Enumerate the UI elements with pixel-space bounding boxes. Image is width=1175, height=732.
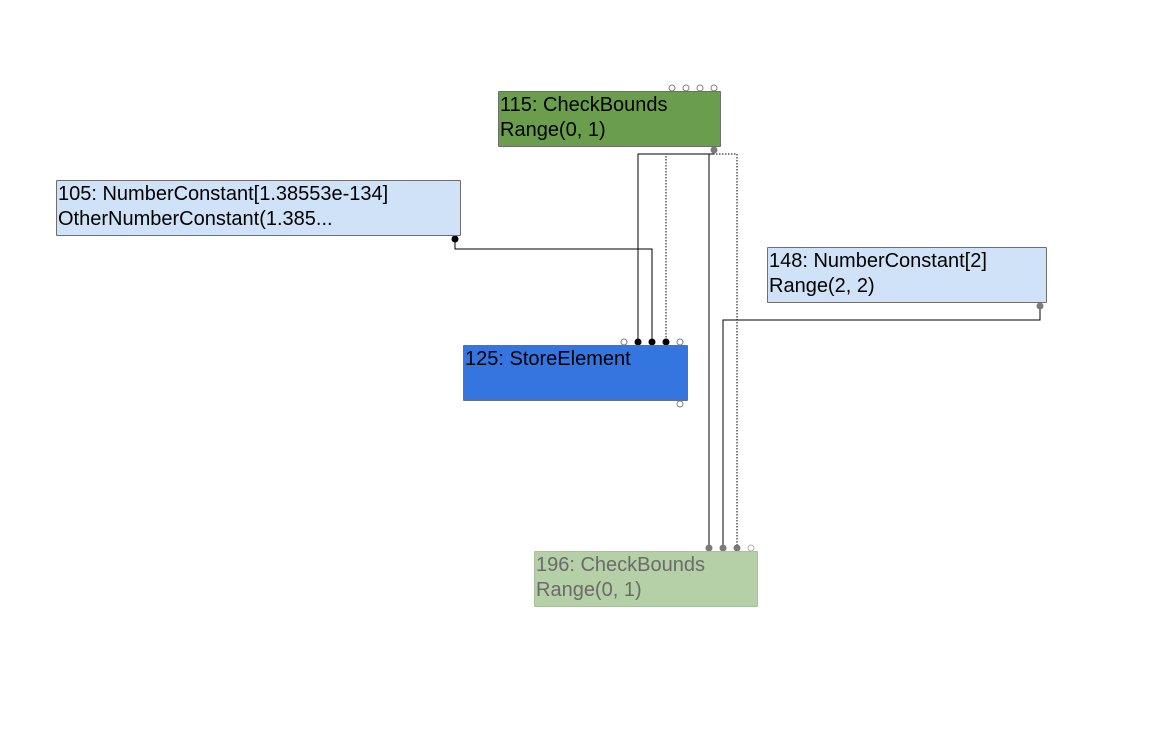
node-148-numberconstant[interactable]: 148: NumberConstant[2] Range(2, 2) (767, 247, 1047, 303)
node-196-type: Range(0, 1) (536, 579, 642, 601)
port-125-out[interactable] (676, 400, 684, 408)
node-105-title: 105: NumberConstant[1.38553e-134] (58, 183, 389, 205)
port-148-out[interactable] (1036, 302, 1044, 310)
node-125-title: 125: StoreElement (465, 348, 631, 370)
node-105-numberconstant[interactable]: 105: NumberConstant[1.38553e-134] OtherN… (56, 180, 461, 236)
port-115-out[interactable] (710, 146, 718, 154)
node-196-checkbounds[interactable]: 196: CheckBounds Range(0, 1) (534, 551, 758, 607)
edge-115-to-125-effect (665, 150, 715, 341)
node-115-checkbounds[interactable]: 115: CheckBounds Range(0, 1) (498, 91, 721, 147)
node-115-title: 115: CheckBounds (500, 94, 668, 116)
port-105-out[interactable] (451, 235, 459, 243)
edge-105-to-125-value (454, 239, 653, 341)
edge-115-to-125-value (637, 150, 715, 341)
node-148-title: 148: NumberConstant[2] (769, 250, 987, 272)
node-196-title: 196: CheckBounds (536, 554, 706, 576)
edge-115-to-196-value (708, 150, 715, 547)
node-148-type: Range(2, 2) (769, 275, 875, 297)
node-105-type: OtherNumberConstant(1.385... (58, 208, 333, 230)
edge-115-to-196-effect (713, 150, 738, 547)
edge-148-to-196-value (722, 306, 1041, 547)
node-115-type: Range(0, 1) (500, 119, 606, 141)
node-125-storeelement[interactable]: 125: StoreElement (463, 345, 688, 401)
